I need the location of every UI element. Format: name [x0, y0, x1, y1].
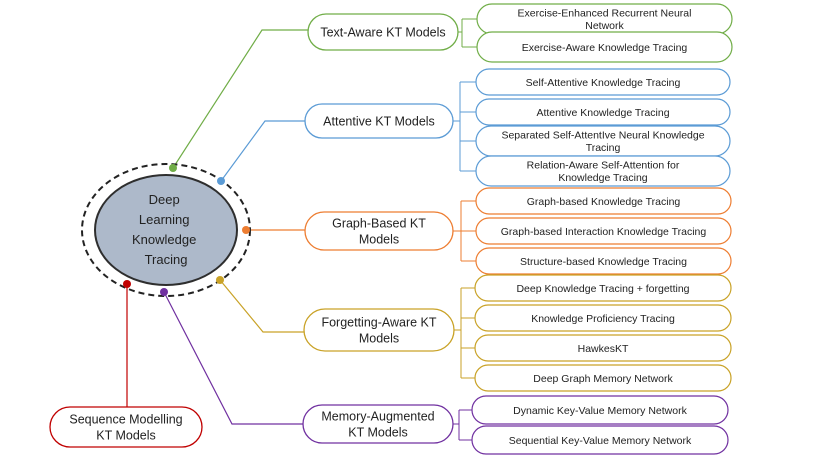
branch-label-text_aware-line: Text-Aware KT Models	[320, 26, 445, 40]
connector-forgetting_aware	[219, 279, 304, 333]
leaf-node-forgetting_aware	[474, 274, 732, 302]
branch-label-graph_based-line: Graph-Based KT	[332, 217, 426, 231]
connector-dot-graph_based	[242, 226, 250, 234]
leaf-node-text_aware	[476, 31, 733, 63]
leaf-label-attentive-line: Separated Self-AttentIve Neural Knowledg…	[501, 130, 704, 142]
leaf-label-text_aware: Exercise-Aware Knowledge Tracing	[522, 42, 688, 54]
leaf-label-attentive: Attentive Knowledge Tracing	[536, 107, 669, 119]
connector-dot-attentive	[217, 177, 225, 185]
connector-lines	[126, 18, 477, 441]
leaf-label-forgetting_aware-line: Deep Knowledge Tracing + forgetting	[516, 283, 689, 295]
branch-label-graph_based-line: Models	[359, 233, 399, 247]
leaf-label-forgetting_aware: Deep Graph Memory Network	[533, 373, 673, 385]
branch-label-graph_based: Graph-Based KT Models	[332, 217, 426, 247]
leaf-label-text_aware-line: Exercise-Aware Knowledge Tracing	[522, 42, 688, 54]
leaf-label-forgetting_aware: Deep Knowledge Tracing + forgetting	[516, 283, 689, 295]
connector-dot-text_aware	[169, 164, 177, 172]
leaf-label-forgetting_aware: HawkesKT	[578, 343, 629, 355]
leaf-label-graph_based: Structure-based Knowledge Tracing	[520, 256, 687, 268]
branch-nodes: Text-Aware KT Models Exercise-Enhanced Re…	[49, 3, 733, 455]
leaf-node-graph_based	[475, 187, 732, 215]
branch-node-sequence_modelling	[49, 406, 203, 448]
leaf-node-forgetting_aware	[474, 304, 732, 332]
branch-label-memory_augmented-line: KT Models	[348, 426, 408, 440]
leaf-label-attentive-line: Self-Attentive Knowledge Tracing	[526, 77, 681, 89]
leaf-label-attentive-line: Knowledge Tracing	[558, 172, 647, 184]
leaf-label-forgetting_aware-line: HawkesKT	[578, 343, 629, 355]
leaf-label-graph_based: Graph-based Knowledge Tracing	[527, 196, 681, 208]
center-label: Deep Learning Knowledge Tracing	[132, 192, 200, 267]
branch-label-attentive: Attentive KT Models	[323, 115, 435, 129]
center-label-line: Tracing	[145, 252, 188, 267]
connector-dot-forgetting_aware	[216, 276, 224, 284]
branch-label-forgetting_aware-line: Models	[359, 332, 399, 346]
branch-node-attentive	[304, 103, 454, 139]
leaf-label-attentive-line: Tracing	[586, 142, 621, 154]
center-ellipse	[94, 174, 238, 286]
branch-label-text_aware: Text-Aware KT Models	[320, 26, 445, 40]
leaf-label-graph_based: Graph-based Interaction Knowledge Tracin…	[501, 226, 707, 238]
leaf-node-graph_based	[475, 217, 732, 245]
leaf-node-attentive	[475, 98, 731, 126]
center-label-line: Knowledge	[132, 232, 196, 247]
leaf-label-memory_augmented-line: Dynamic Key-Value Memory Network	[513, 405, 687, 417]
branch-node-memory_augmented	[302, 404, 454, 444]
leaf-label-text_aware-line: Exercise-Enhanced Recurrent Neural	[518, 8, 692, 20]
connector-memory_augmented	[163, 291, 303, 425]
connector-attentive	[220, 120, 305, 182]
branch-label-forgetting_aware: Forgetting-Aware KT Models	[321, 316, 436, 346]
connector-dot-sequence_modelling	[123, 280, 131, 288]
branch-label-sequence_modelling: Sequence Modelling KT Models	[69, 413, 182, 443]
leaf-label-memory_augmented: Dynamic Key-Value Memory Network	[513, 405, 687, 417]
leaf-label-forgetting_aware-line: Knowledge Proficiency Tracing	[531, 313, 675, 325]
leaf-node-forgetting_aware	[474, 334, 732, 362]
center-node: Deep Learning Knowledge Tracing	[81, 163, 251, 297]
leaf-node-memory_augmented	[471, 395, 729, 425]
leaf-node-attentive	[475, 155, 731, 187]
leaf-label-graph_based-line: Graph-based Interaction Knowledge Tracin…	[501, 226, 707, 238]
leaf-node-forgetting_aware	[474, 364, 732, 392]
branch-label-memory_augmented: Memory-Augmented KT Models	[321, 410, 434, 440]
branch-label-attentive-line: Attentive KT Models	[323, 115, 435, 129]
leaf-label-attentive: Separated Self-AttentIve Neural Knowledg…	[501, 130, 704, 155]
connector-text_aware	[172, 29, 308, 169]
leaf-label-attentive: Self-Attentive Knowledge Tracing	[526, 77, 681, 89]
leaf-label-graph_based-line: Graph-based Knowledge Tracing	[527, 196, 681, 208]
branch-node-forgetting_aware	[303, 308, 455, 352]
center-label-line: Deep	[149, 192, 180, 207]
leaf-node-graph_based	[475, 247, 732, 275]
leaf-label-memory_augmented-line: Sequential Key-Value Memory Network	[509, 435, 692, 447]
branch-label-sequence_modelling-line: Sequence Modelling	[69, 413, 182, 427]
leaf-label-forgetting_aware-line: Deep Graph Memory Network	[533, 373, 673, 385]
leaf-label-memory_augmented: Sequential Key-Value Memory Network	[509, 435, 692, 447]
leaf-node-memory_augmented	[471, 425, 729, 455]
leaf-label-text_aware-line: Network	[585, 20, 624, 32]
leaf-node-attentive	[475, 68, 731, 96]
connector-dot-memory_augmented	[160, 288, 168, 296]
leaf-label-forgetting_aware: Knowledge Proficiency Tracing	[531, 313, 675, 325]
connector-dots	[123, 164, 250, 296]
branch-node-graph_based	[304, 211, 454, 251]
leaf-label-graph_based-line: Structure-based Knowledge Tracing	[520, 256, 687, 268]
center-label-line: Learning	[139, 212, 190, 227]
branch-label-forgetting_aware-line: Forgetting-Aware KT	[321, 316, 436, 330]
branch-label-memory_augmented-line: Memory-Augmented	[321, 410, 434, 424]
branch-node-text_aware	[307, 13, 459, 51]
branch-label-sequence_modelling-line: KT Models	[96, 429, 156, 443]
leaf-label-attentive-line: Relation-Aware Self-Attention for	[527, 160, 680, 172]
leaf-label-attentive-line: Attentive Knowledge Tracing	[536, 107, 669, 119]
